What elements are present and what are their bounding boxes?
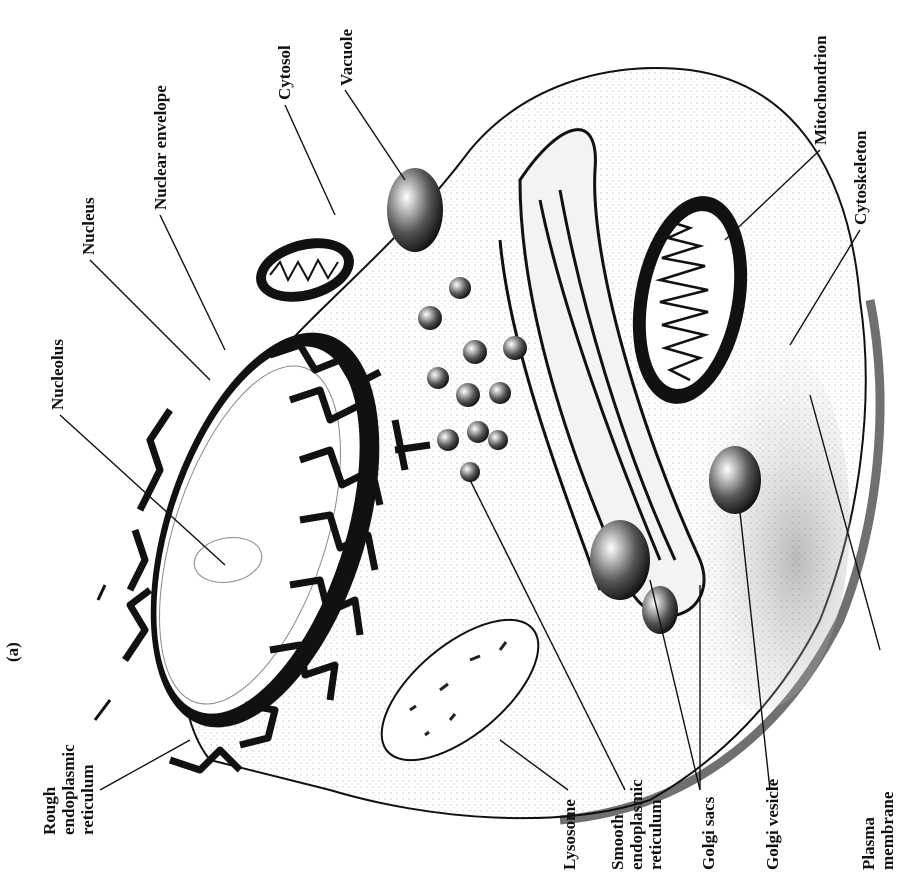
label-cytosol: Cytosol: [275, 45, 294, 100]
label-vacuole: Vacuole: [337, 29, 356, 86]
label-smooth-er-line3: reticulum: [646, 799, 665, 870]
label-rough-er-line3: reticulum: [78, 764, 97, 835]
label-rough-er-line2: endoplasmic: [59, 744, 78, 835]
golgi-vesicle: [709, 446, 761, 514]
panel-label: (a): [3, 642, 22, 662]
label-golgi-vesicle: Golgi vesicle: [763, 778, 782, 870]
label-cytoskeleton: Cytoskeleton: [851, 130, 870, 225]
label-smooth-er-line2: endoplasmic: [627, 779, 646, 870]
label-smooth-er-line1: Smooth: [608, 814, 627, 870]
label-nuclear-envelope: Nuclear envelope: [151, 85, 170, 210]
label-plasma-membrane-line1: Plasma: [859, 817, 878, 870]
vacuole: [387, 168, 443, 252]
label-golgi-sacs: Golgi sacs: [699, 796, 718, 870]
label-nucleolus: Nucleolus: [48, 339, 67, 410]
label-nucleus: Nucleus: [79, 197, 98, 255]
label-plasma-membrane-line2: membrane: [878, 791, 897, 870]
label-mitochondrion: Mitochondrion: [811, 35, 830, 145]
label-rough-er-line1: Rough: [40, 786, 59, 835]
label-lysosome: Lysosome: [560, 799, 579, 870]
